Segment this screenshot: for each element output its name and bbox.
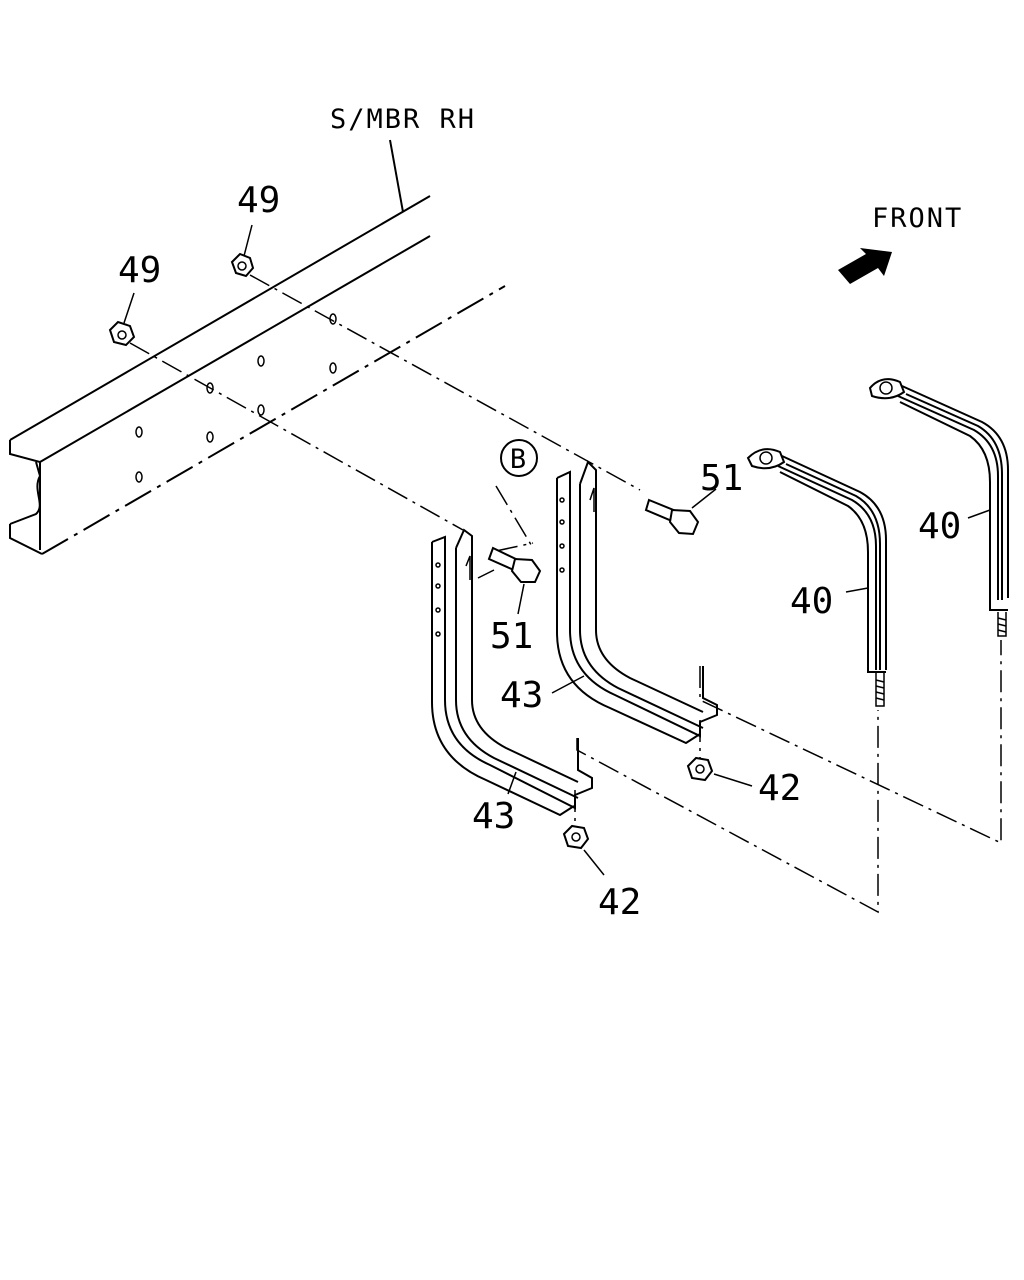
callout-51-upper: 51: [700, 458, 743, 499]
leader-42-lower: [583, 849, 605, 876]
callout-49-upper: 49: [237, 180, 280, 221]
leader-40-left: [845, 587, 869, 593]
nut-42-upper: [686, 756, 714, 782]
side-member: [9, 195, 506, 555]
nut-49-lower: [108, 320, 136, 347]
leader-49-lower: [123, 292, 135, 324]
nut-49-upper: [230, 252, 255, 278]
band-40-right: [868, 378, 1009, 637]
callout-40-left: 40: [790, 581, 833, 622]
view-b-marker: B: [500, 439, 538, 477]
leader-42-upper: [713, 773, 753, 787]
leader-51-upper: [691, 488, 717, 509]
leader-51-lower: [517, 583, 525, 615]
nut-42-lower: [562, 824, 590, 850]
band-40-left: [746, 448, 887, 707]
assembly-centerlines: [129, 274, 1002, 914]
front-arrow-icon: [838, 248, 892, 284]
front-label: FRONT: [872, 203, 963, 234]
callout-49-lower: 49: [118, 250, 161, 291]
callout-43-upper: 43: [500, 675, 543, 716]
side-member-label: S/MBR RH: [330, 104, 476, 135]
bolt-51-upper: [644, 498, 700, 536]
bolt-51-lower: [487, 546, 542, 583]
leader-40-right: [967, 509, 991, 519]
callout-40-right: 40: [918, 506, 961, 547]
leader-43-lower: [507, 771, 517, 795]
callout-42-lower: 42: [598, 882, 641, 923]
bracket-43-front: [556, 460, 718, 745]
member-leader: [389, 139, 404, 213]
callout-51-lower: 51: [490, 616, 533, 657]
leader-49-upper: [243, 224, 253, 257]
leader-43-upper: [551, 675, 585, 694]
callout-42-upper: 42: [758, 768, 801, 809]
bracket-43-rear: [431, 528, 593, 817]
callout-43-lower: 43: [472, 796, 515, 837]
view-b-letter: B: [510, 444, 528, 475]
